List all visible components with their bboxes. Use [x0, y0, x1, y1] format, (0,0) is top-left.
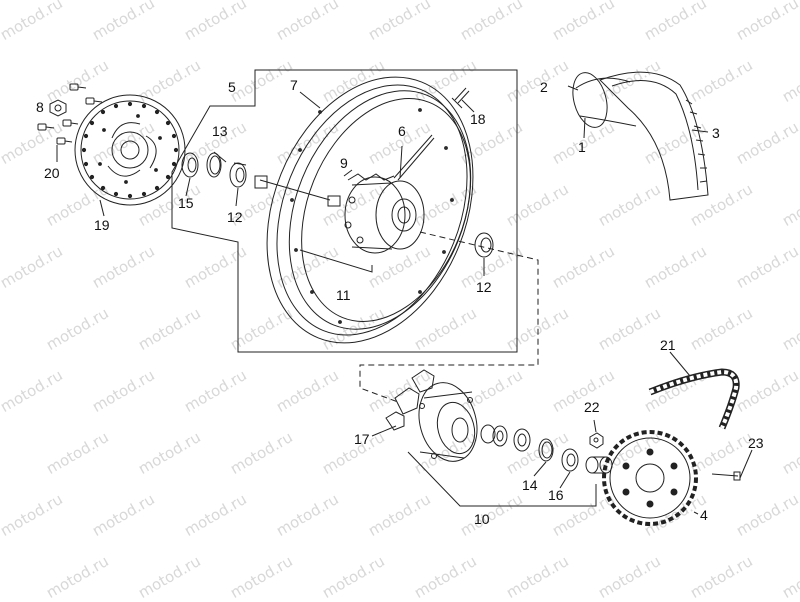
circlip-14: [538, 438, 554, 462]
assembly-outline-5: [171, 69, 518, 353]
part-label-5: 5: [228, 79, 236, 95]
part-label-12b: 12: [476, 279, 492, 295]
circlip-13: [206, 152, 222, 178]
part-label-6: 6: [398, 123, 406, 139]
dashed-link: [359, 231, 539, 403]
spacer: [585, 456, 613, 474]
part-label-21: 21: [660, 337, 676, 353]
part-label-3: 3: [712, 125, 720, 141]
part-label-18: 18: [470, 111, 486, 127]
part-label-15: 15: [178, 195, 194, 211]
carrier-bearings: [480, 424, 531, 452]
bearing-12-left: [229, 162, 247, 188]
part-label-14: 14: [522, 477, 538, 493]
part-label-2: 2: [540, 79, 548, 95]
part-label-19: 19: [94, 217, 110, 233]
inner-tube: [572, 72, 637, 128]
part-label-10: 10: [474, 511, 490, 527]
chain: [648, 368, 740, 430]
tire: [599, 71, 709, 201]
rim: [266, 76, 474, 344]
cush-rubbers: [385, 369, 435, 431]
bolt-23: [711, 471, 741, 481]
valve-18: [451, 87, 470, 109]
part-label-17: 17: [354, 431, 370, 447]
part-label-11: 11: [336, 287, 351, 303]
part-label-16: 16: [548, 487, 564, 503]
part-label-20: 20: [44, 165, 60, 181]
bearing-15: [181, 152, 199, 178]
part-label-8: 8: [36, 99, 44, 115]
part-label-12a: 12: [227, 209, 243, 225]
seal-16: [561, 448, 579, 472]
bearing-12-right: [474, 232, 494, 258]
nut-22: [589, 432, 604, 449]
assembly-outline-10: [407, 451, 597, 507]
part-label-23: 23: [748, 435, 764, 451]
disc-bolts: [37, 83, 103, 145]
part-label-1: 1: [578, 139, 586, 155]
rear-sprocket: [602, 430, 698, 526]
sprocket-carrier: [418, 382, 478, 462]
nut: [49, 99, 67, 117]
brake-disc: [74, 94, 186, 206]
part-label-7: 7: [290, 77, 298, 93]
part-label-9: 9: [340, 155, 348, 171]
hub: [254, 173, 425, 254]
spoke-6: [393, 134, 433, 179]
leader-lines: [56, 85, 753, 515]
part-label-4: 4: [700, 507, 708, 523]
part-label-22: 22: [584, 399, 600, 415]
part-label-13: 13: [212, 123, 228, 139]
